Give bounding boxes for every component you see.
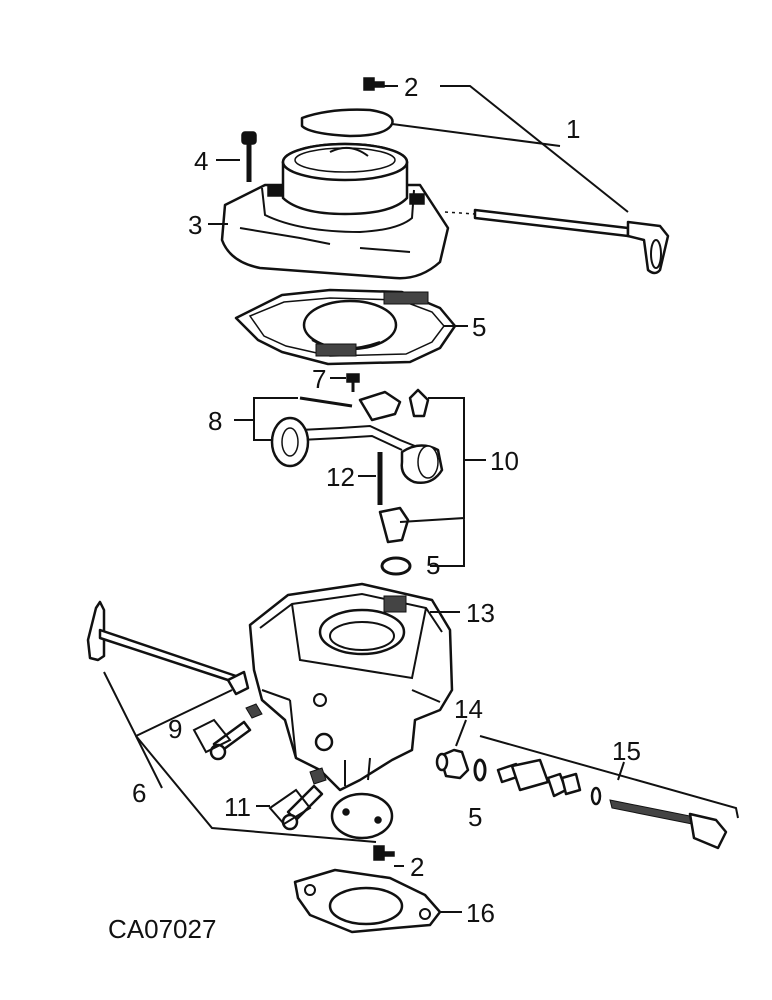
leader-lines (103, 85, 739, 913)
part-needle-seat (378, 506, 412, 576)
callout-2-bottom: 2 (410, 852, 424, 882)
callout-15: 15 (612, 736, 641, 766)
part-choke-shaft (444, 208, 670, 275)
callout-7: 7 (312, 364, 326, 394)
callout-12: 12 (326, 462, 355, 492)
callout-5-seat: 5 (426, 550, 440, 580)
part-pump-assembly (496, 758, 728, 850)
drawing-code: CA07027 (108, 914, 216, 944)
part-carburetor-body (248, 582, 454, 792)
callout-9: 9 (168, 714, 182, 744)
part-top-screw (363, 77, 385, 91)
callout-10: 10 (490, 446, 519, 476)
callout-13: 13 (466, 598, 495, 628)
part-float-assembly (270, 388, 444, 484)
callout-14: 14 (454, 694, 483, 724)
part-screw-4 (241, 131, 257, 182)
part-idle-screw (209, 703, 263, 761)
part-air-horn (220, 142, 450, 280)
callout-16: 16 (466, 898, 495, 928)
callout-1: 1 (566, 114, 580, 144)
callout-6: 6 (132, 778, 146, 808)
callout-8: 8 (208, 406, 222, 436)
part-float-screw (346, 373, 360, 392)
part-base-gasket (293, 868, 442, 934)
part-bottom-screw (373, 845, 395, 861)
part-throttle-shaft (86, 600, 250, 696)
part-gasket (234, 288, 457, 366)
callout-5-gasket: 5 (472, 312, 486, 342)
part-jet-washer (473, 758, 487, 782)
callout-3: 3 (188, 210, 202, 240)
callout-5-washer: 5 (468, 802, 482, 832)
part-diaphragm (330, 792, 394, 840)
part-main-jet (435, 748, 470, 780)
callout-2-top: 2 (404, 72, 418, 102)
callout-11: 11 (224, 792, 251, 822)
callout-4: 4 (194, 146, 208, 176)
part-cover-plate (300, 108, 394, 138)
callout-labels: 1 2 3 4 5 7 8 10 12 5 13 9 6 14 15 5 11 … (132, 72, 641, 928)
